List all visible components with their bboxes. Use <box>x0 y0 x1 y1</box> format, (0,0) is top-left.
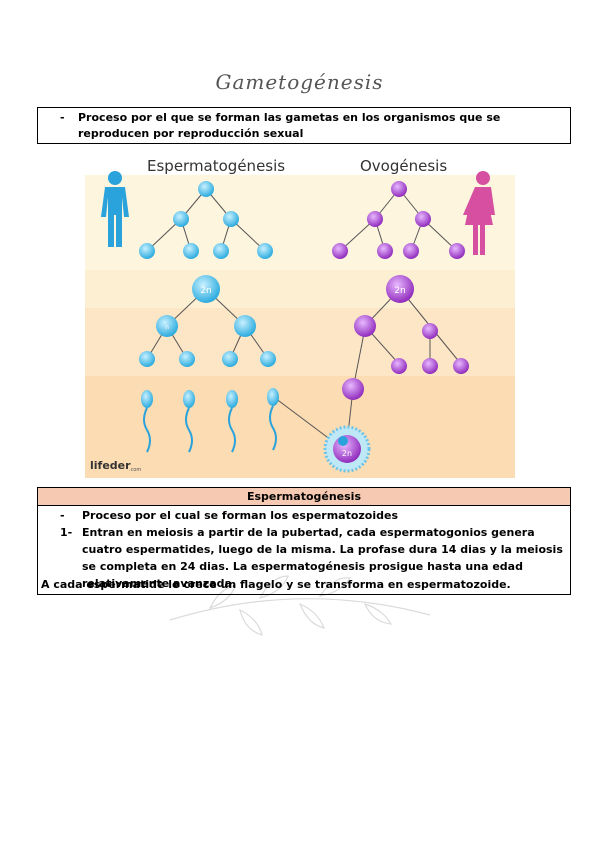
list-marker: 1- <box>60 526 73 539</box>
espermatogenesis-table: Espermatogénesis - Proceso por el cual s… <box>37 487 571 595</box>
list-text: Proceso por el cual se forman los esperm… <box>82 509 399 522</box>
band-mid <box>85 270 515 308</box>
logo-text: lifeder <box>90 459 131 472</box>
lifeder-logo: lifeder .com <box>90 459 141 473</box>
list-text: Entran en meiosis a partir de la puberta… <box>82 526 563 590</box>
list-item: 1- Entran en meiosis a partir de la pube… <box>38 524 570 592</box>
label-2n-ovo: 2n <box>394 286 405 296</box>
footer-text: A cada espermatide le crece un flagelo y… <box>41 578 511 591</box>
page-title: Gametogénesis <box>215 70 384 94</box>
ovo-cells <box>332 181 469 400</box>
table-body: - Proceso por el cual se forman los espe… <box>38 506 570 594</box>
diagram-svg: 2n 2n 2n n lifeder .com <box>85 171 515 478</box>
band-bottom <box>85 376 515 478</box>
table-header: Espermatogénesis <box>38 488 570 506</box>
gametogenesis-diagram: 2n 2n 2n n lifeder .com Espermatogénesis… <box>85 153 515 478</box>
leaf-watermark-icon <box>169 575 431 636</box>
label-n: n <box>165 324 169 331</box>
spermatozoa <box>141 388 279 453</box>
definition-text: Proceso por el que se forman las gametas… <box>78 111 501 140</box>
list-item: - Proceso por el cual se forman los espe… <box>38 507 570 524</box>
cell-labels: 2n 2n 2n n <box>165 286 406 458</box>
male-figure-icon <box>101 171 129 247</box>
sperm-cells <box>139 181 276 367</box>
zygote-icon <box>323 425 371 473</box>
band-top <box>85 175 515 270</box>
definition-box: - Proceso por el que se forman las gamet… <box>37 107 571 144</box>
female-figure-icon <box>463 171 495 255</box>
label-2n-zygote: 2n <box>342 449 352 458</box>
list-marker: - <box>60 509 65 522</box>
logo-suffix: .com <box>129 467 141 473</box>
definition-marker: - <box>60 111 65 124</box>
heading-ovogenesis: Ovogénesis <box>360 157 448 175</box>
label-2n-sperm: 2n <box>200 286 211 296</box>
heading-espermatogenesis: Espermatogénesis <box>147 157 286 175</box>
